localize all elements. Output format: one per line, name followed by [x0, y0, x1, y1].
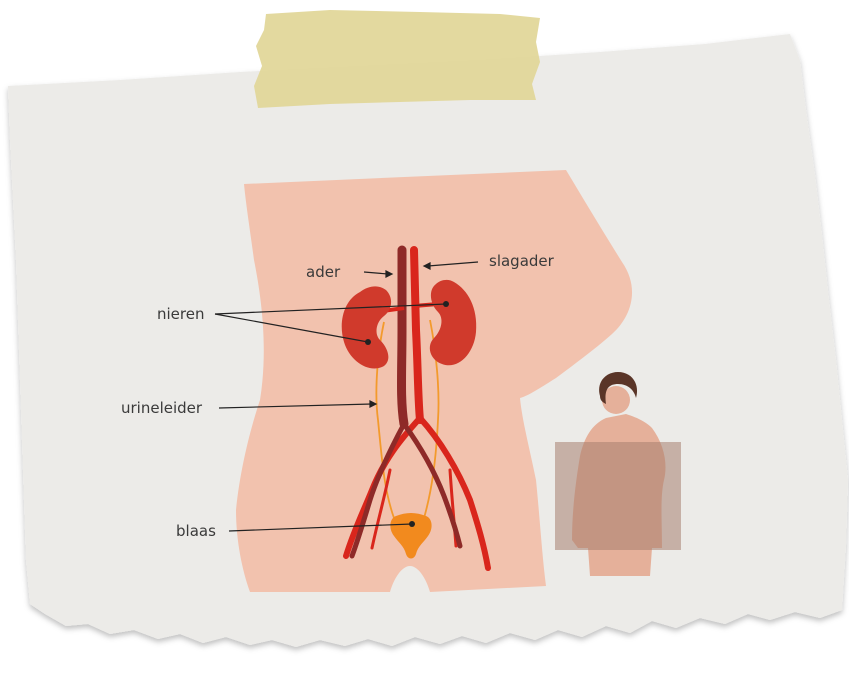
blaas-dot [409, 521, 415, 527]
masking-tape [254, 10, 540, 108]
inset-frame [555, 442, 681, 550]
nieren-dot-right [443, 301, 449, 307]
label-urineleider: urineleider [121, 399, 203, 417]
nieren-dot-left [365, 339, 371, 345]
label-nieren: nieren [157, 305, 204, 323]
label-blaas: blaas [176, 522, 216, 540]
vein [402, 250, 405, 424]
label-slagader: slagader [489, 252, 555, 270]
label-ader: ader [306, 263, 341, 281]
